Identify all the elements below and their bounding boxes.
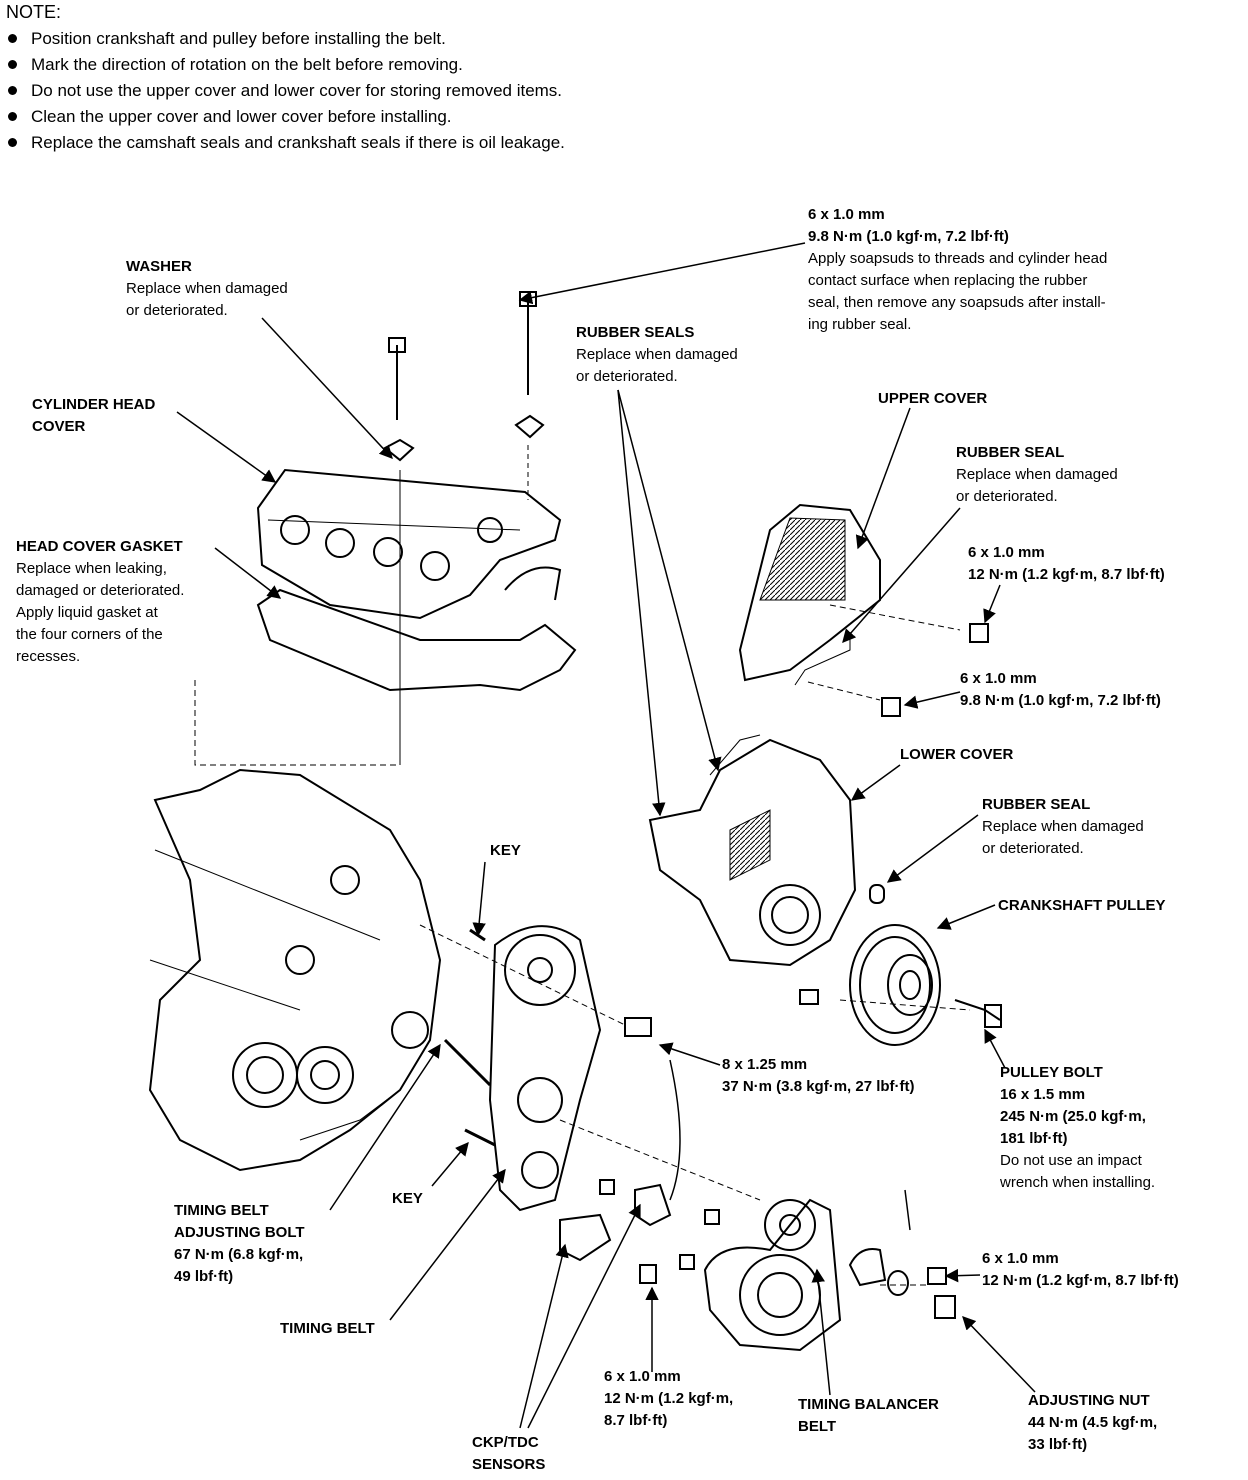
label-crankshaft-pulley: CRANKSHAFT PULLEY [998, 897, 1166, 914]
note-item: Do not use the upper cover and lower cov… [6, 78, 565, 104]
ckp-tdc-sensors [559, 1059, 681, 1262]
label-lower-cover: LOWER COVER [900, 746, 1014, 763]
note-item: Replace the camshaft seals and crankshaf… [6, 130, 565, 156]
washer-bolt [383, 337, 415, 462]
timing-balancer-belt [703, 1198, 842, 1352]
note-item: Clean the upper cover and lower cover be… [6, 104, 565, 130]
label-key-bottom: KEY [392, 1190, 423, 1207]
head-cover-gasket [256, 588, 577, 692]
bullet-icon [8, 112, 17, 122]
upper-cover [738, 503, 881, 686]
bullet-icon [8, 60, 17, 70]
cylinder-head-cover [256, 468, 562, 620]
timing-belt [488, 925, 602, 1212]
note-list: Position crankshaft and pulley before in… [6, 26, 565, 156]
note-item: Position crankshaft and pulley before in… [6, 26, 565, 52]
bullet-icon [8, 34, 17, 44]
bullet-icon [8, 138, 17, 148]
label-upper-cover: UPPER COVER [878, 390, 988, 407]
label-timing-belt: TIMING BELT [280, 1320, 375, 1337]
crankshaft-pulley [849, 924, 1002, 1046]
bullet-icon [8, 86, 17, 96]
note-title: NOTE: [6, 2, 62, 22]
engine-block [148, 768, 442, 1172]
lower-cover [648, 734, 857, 967]
note-item: Mark the direction of rotation on the be… [6, 52, 565, 78]
label-key-top: KEY [490, 842, 521, 859]
top-bolt [514, 291, 545, 500]
